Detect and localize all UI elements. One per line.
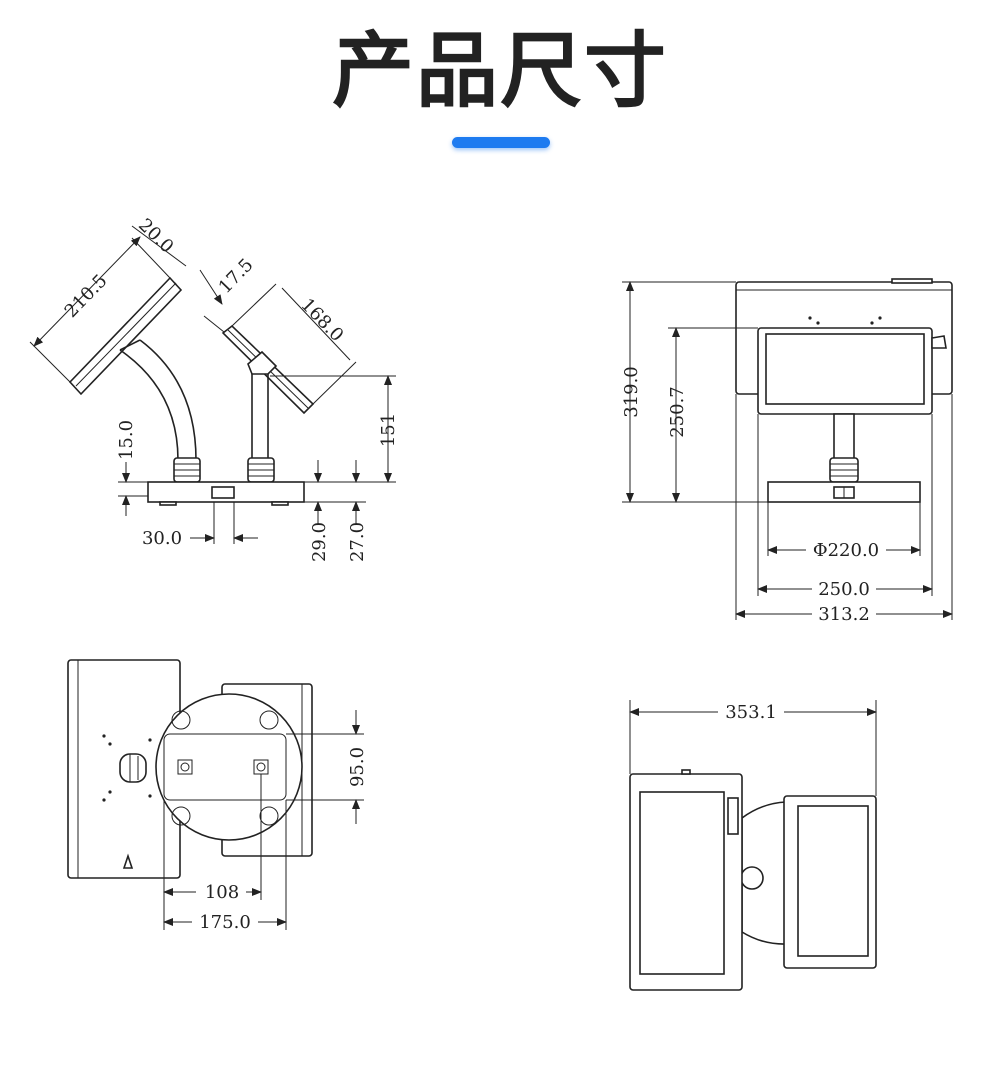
top-view: 353.1 (629, 700, 877, 991)
dim-screen-thickness: 20.0 (134, 215, 177, 258)
dim-base-height-a: 29.0 (309, 522, 330, 562)
dim-second-length: 168.0 (297, 294, 348, 346)
dim-base-clearance: 15.0 (116, 420, 137, 460)
dim-base-height-b: 27.0 (347, 522, 368, 562)
side-view: 210.5 20.0 17.5 168.0 151 15.0 30.0 (29, 215, 399, 562)
dim-total-width: 313.2 (818, 604, 870, 625)
title-underline (452, 137, 550, 148)
front-view: 319.0 250.7 Φ220.0 250.0 313.2 (621, 278, 953, 625)
dim-second-width: 250.0 (818, 579, 870, 600)
dim-second-thickness: 17.5 (215, 254, 258, 297)
dim-height: 151 (378, 413, 399, 447)
dim-port-offset: 30.0 (142, 528, 182, 549)
dim-screen-length: 210.5 (61, 270, 112, 322)
page-title: 产品尺寸 (331, 24, 668, 119)
bottom-view: 95.0 108 175.0 (67, 659, 368, 933)
dim-total-height: 319.0 (621, 366, 642, 418)
dim-total-depth: 353.1 (725, 702, 777, 723)
dim-base-diameter: Φ220.0 (813, 540, 879, 561)
dim-hole-spacing-h: 108 (205, 882, 239, 903)
dim-second-height: 250.7 (667, 386, 688, 438)
dim-hole-spacing-v: 95.0 (347, 747, 368, 787)
base-circle-bottom (155, 693, 303, 841)
dim-plate-width: 175.0 (199, 912, 251, 933)
